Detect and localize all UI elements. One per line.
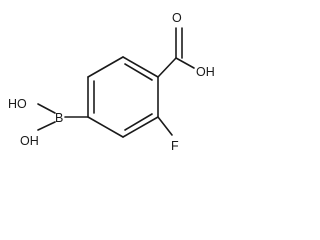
chemical-structure-diagram: O OH F B HO OH <box>8 11 215 153</box>
bond-ring-to-fluorine <box>157 116 173 136</box>
ring-bond-c1-c2 <box>122 56 159 78</box>
bond-boron-to-lower-oh <box>37 121 56 131</box>
boron-label: B <box>55 111 63 125</box>
structure-canvas: O OH F B HO OH <box>8 11 215 153</box>
boron-hydroxyl-lower-label: OH <box>20 134 39 148</box>
ring-double-bond-c3-c4 <box>124 113 153 131</box>
carboxyl-hydroxyl-label: OH <box>196 65 215 79</box>
benzene-ring <box>87 56 159 138</box>
bond-ring-to-carboxyl-carbon <box>157 57 177 78</box>
boron-hydroxyl-upper-label: HO <box>8 97 27 111</box>
bond-carboxyl-to-oh <box>175 57 195 69</box>
bond-boron-to-upper-oh <box>37 103 56 114</box>
fluorine-substituent: F <box>157 116 179 153</box>
carbonyl-oxygen-label: O <box>172 11 182 25</box>
carboxyl-group: O OH <box>157 11 215 79</box>
ring-bond-c4-c5 <box>87 116 124 138</box>
ring-bond-c6-c1 <box>87 56 124 78</box>
ring-double-bond-c1-c2 <box>124 63 153 81</box>
boronic-acid-group: B HO OH <box>8 97 89 148</box>
ring-bond-c3-c4 <box>122 116 159 138</box>
fluorine-label: F <box>171 139 179 153</box>
